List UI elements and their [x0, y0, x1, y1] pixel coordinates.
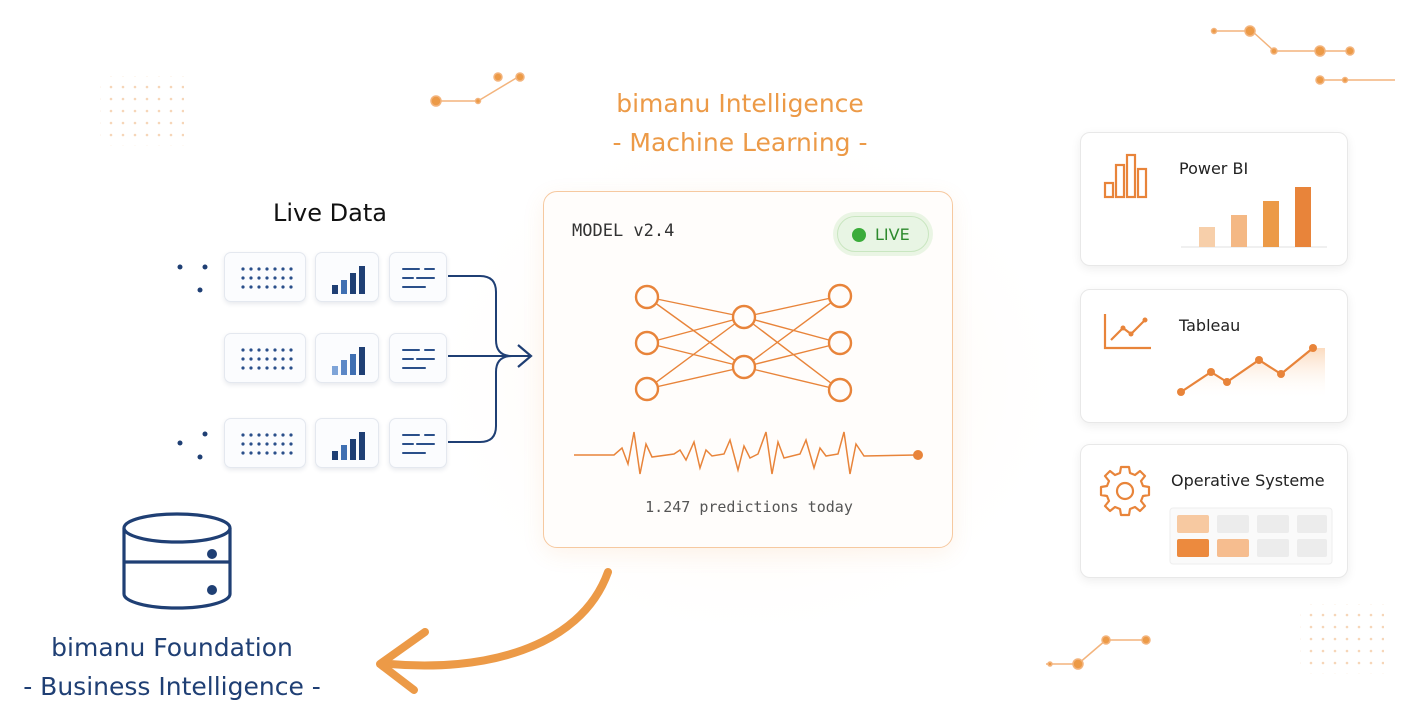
foundation-title: bimanu Foundation - Business Intelligenc…: [0, 628, 344, 706]
feedback-arrow: [376, 568, 612, 694]
gear-icon: [1099, 465, 1151, 517]
line-chart-icon: [1103, 314, 1151, 350]
output-title-power-bi: Power BI: [1179, 159, 1249, 178]
bar-chart-icon: [332, 432, 365, 460]
bar-tile: [315, 418, 379, 468]
foundation-title-line1: bimanu Foundation: [51, 633, 293, 662]
data-stream-streaks: [145, 263, 222, 455]
text-lines-icon: [402, 349, 435, 369]
output-title-tableau: Tableau: [1179, 316, 1241, 335]
live-badge: LIVE: [837, 216, 929, 252]
output-title-operative-systeme: Operative Systeme: [1171, 471, 1325, 490]
neural-network-icon: [574, 283, 923, 475]
text-tile: [389, 252, 447, 302]
predictions-count: 1.247 predictions today: [645, 498, 853, 516]
model-label: MODEL v2.4: [572, 221, 675, 241]
grid-dots-icon: [241, 348, 293, 370]
text-lines-icon: [402, 268, 435, 288]
intelligence-title-line1: bimanu Intelligence: [616, 89, 864, 118]
bar-chart-icon: [332, 266, 365, 294]
live-dot-icon: [852, 228, 866, 242]
output-card-tableau: Tableau: [1080, 289, 1348, 423]
live-badge-text: LIVE: [875, 225, 910, 244]
text-tile: [389, 333, 447, 383]
grid-dots-icon: [241, 433, 293, 455]
connector-deco-bottom-right: [1046, 635, 1151, 670]
text-lines-icon: [402, 434, 435, 454]
text-tile: [389, 418, 447, 468]
intelligence-title: bimanu Intelligence - Machine Learning -: [560, 84, 920, 162]
bar-chart-icon: [332, 347, 365, 375]
grid-dots-icon: [241, 267, 293, 289]
dot-grid-bottom-right: [1300, 604, 1384, 674]
dot-grid-top-left: [100, 76, 184, 146]
model-card: MODEL v2.4 LIVE 1.247 predictions today: [543, 191, 953, 548]
table-tile: [224, 252, 306, 302]
foundation-title-line2: - Business Intelligence -: [23, 672, 321, 701]
bar-tile: [315, 333, 379, 383]
operative-grid: [1169, 507, 1333, 565]
table-tile: [224, 333, 306, 383]
database-icon: [122, 512, 232, 610]
output-card-power-bi: Power BI: [1080, 132, 1348, 266]
bar-tile: [315, 252, 379, 302]
tableau-line-chart: [1177, 344, 1325, 400]
signal-waveform: [574, 431, 917, 475]
intelligence-title-line2: - Machine Learning -: [612, 128, 868, 157]
power-bi-bars: [1181, 187, 1327, 248]
connector-deco-top: [430, 72, 525, 107]
data-stream-dots: [177, 264, 208, 460]
output-card-operative-systeme: Operative Systeme: [1080, 444, 1348, 578]
connector-deco-top-right: [1210, 25, 1395, 85]
live-data-title: Live Data: [273, 199, 387, 227]
flow-lines: [448, 275, 533, 443]
table-tile: [224, 418, 306, 468]
bar-chart-icon: [1103, 153, 1148, 199]
